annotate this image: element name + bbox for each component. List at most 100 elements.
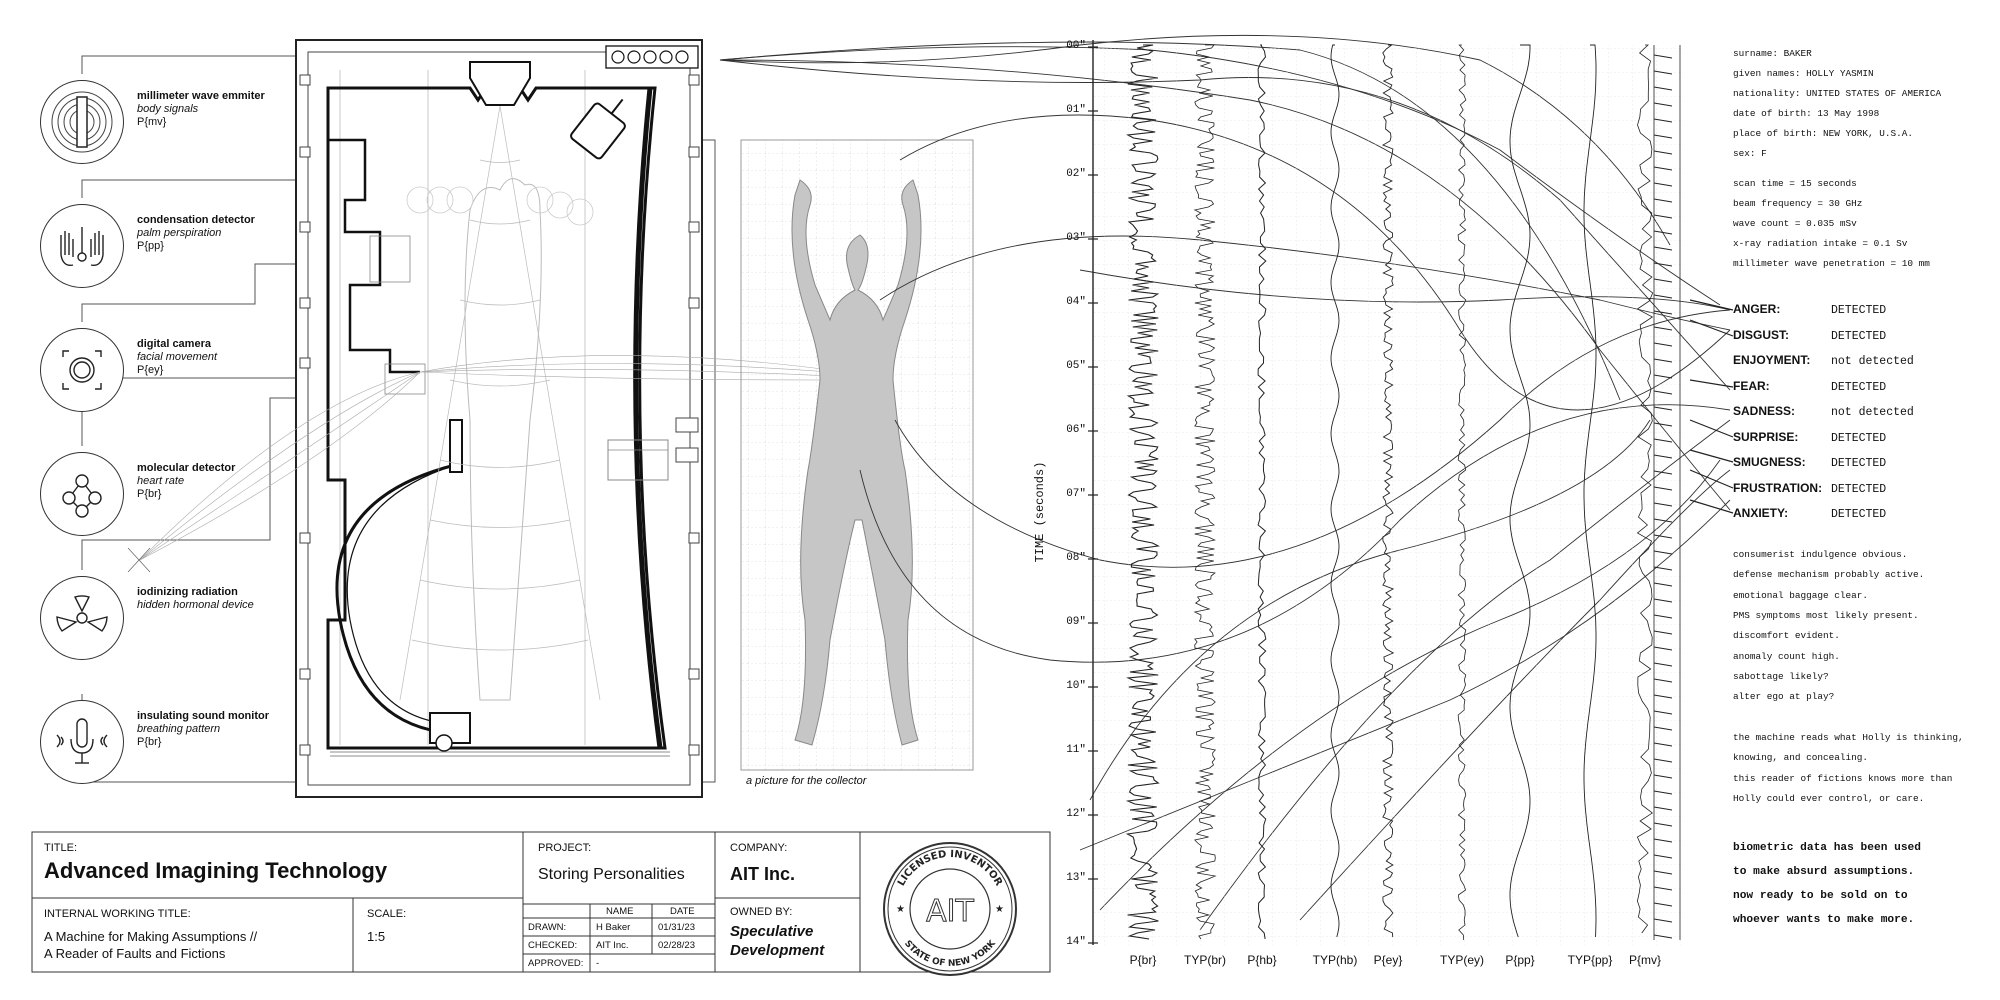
mv-rung <box>1653 454 1673 459</box>
mv-rung <box>1653 838 1673 843</box>
scale-value: 1:5 <box>367 929 386 944</box>
sensor-code: P{ey} <box>137 364 164 376</box>
time-tick-label: 14" <box>1066 936 1086 948</box>
drawn-date: 01/31/23 <box>658 922 695 933</box>
scan-line: wave count = 0.035 mSv <box>1733 218 1857 229</box>
mv-rung <box>1653 326 1673 331</box>
scale-label: SCALE: <box>367 908 407 920</box>
title-block-frame <box>31 831 1051 973</box>
mv-rung <box>1653 726 1673 731</box>
mv-rung <box>1653 646 1673 651</box>
internal-title-line: A Machine for Making Assumptions // <box>44 929 258 944</box>
mv-rung <box>1653 534 1673 539</box>
emotion-row: ANGER:DETECTED <box>1733 302 1886 317</box>
owned-line: Development <box>730 942 825 959</box>
svg-text:★: ★ <box>896 904 905 915</box>
mv-rung <box>1653 70 1673 75</box>
emotion-status: not detected <box>1831 355 1914 368</box>
title-label: TITLE: <box>44 842 78 854</box>
time-tick-label: 06" <box>1066 424 1086 436</box>
sensor-code: P{br} <box>137 488 162 500</box>
mv-rung <box>1653 198 1673 203</box>
checked-name: AIT Inc. <box>596 940 629 951</box>
mv-rung <box>1653 406 1673 411</box>
time-tick-label: 01" <box>1066 104 1086 116</box>
sensor-code: P{mv} <box>137 116 167 128</box>
observation: defense mechanism probably active. <box>1733 569 1925 580</box>
approved-label: APPROVED: <box>528 958 584 969</box>
emotion-status: DETECTED <box>1831 508 1887 521</box>
mv-rung <box>1653 694 1673 699</box>
mv-rung <box>1653 86 1673 91</box>
sensor-code: P{pp} <box>137 240 164 252</box>
mv-rung <box>1653 918 1673 923</box>
mv-rung <box>1653 886 1673 891</box>
mv-rung <box>1653 230 1673 235</box>
mv-rung <box>1653 790 1673 795</box>
hands-icon <box>40 204 124 288</box>
observation: sabottage likely? <box>1733 671 1829 682</box>
mv-rung <box>1653 118 1673 123</box>
emotion-label: SMUGNESS: <box>1733 455 1806 469</box>
signal-column-label: P{pp} <box>1505 953 1535 967</box>
mv-rung <box>1653 374 1673 379</box>
signal-trace-typ-hb <box>1330 44 1340 938</box>
molecule-icon <box>40 452 124 536</box>
reader-note: this reader of fictions knows more than <box>1733 773 1953 784</box>
sensor-desc: breathing pattern <box>137 723 221 735</box>
observation: anomaly count high. <box>1733 651 1840 662</box>
signal-trace-hb <box>1257 44 1267 940</box>
signal-trace-typ-pp <box>1583 44 1597 938</box>
emotion-status: DETECTED <box>1831 380 1887 394</box>
mv-rung <box>1653 214 1673 219</box>
mv-rung <box>1653 710 1673 715</box>
emotion-connectors <box>1689 299 1734 514</box>
mv-rung <box>1653 854 1673 859</box>
time-tick-label: 12" <box>1066 808 1086 820</box>
scan-line: scan time = 15 seconds <box>1733 178 1857 189</box>
emotion-label: FRUSTRATION: <box>1733 480 1823 495</box>
sensor-name: molecular detector <box>137 462 236 474</box>
subject-line: nationality: UNITED STATES OF AMERICA <box>1733 88 1942 99</box>
emitter-icon <box>40 80 124 164</box>
figure-caption: a picture for the collector <box>746 775 867 787</box>
sensor-desc: heart rate <box>137 475 185 487</box>
emotion-row: ENJOYMENT:not detected <box>1733 353 1914 368</box>
mv-rung <box>1653 870 1673 875</box>
sensor-desc: body signals <box>137 103 199 115</box>
internal-title-line: A Reader of Faults and Fictions <box>44 946 226 961</box>
mv-rung <box>1653 310 1673 315</box>
signal-trace-pp <box>1509 44 1531 938</box>
mv-rung <box>1653 390 1673 395</box>
sensor-name: condensation detector <box>137 214 255 226</box>
licensed-inventor-seal: LICENSED INVENTOR STATE OF NEW YORK AIT … <box>883 842 1017 976</box>
mv-rung <box>1653 742 1673 747</box>
mv-rung <box>1653 166 1673 171</box>
mv-rung <box>1653 278 1673 283</box>
drawing-title: Advanced Imagining Technology <box>44 858 388 883</box>
time-tick-label: 11" <box>1066 744 1086 756</box>
emotion-row: FRUSTRATION:DETECTED <box>1733 481 1886 496</box>
subject-line: place of birth: NEW YORK, U.S.A. <box>1733 128 1914 139</box>
time-tick-label: 00" <box>1066 40 1086 52</box>
time-tick-label: 05" <box>1066 360 1086 372</box>
mv-rung <box>1653 102 1673 107</box>
observation: PMS symptoms most likely present. <box>1733 610 1919 621</box>
emotion-label: FEAR: <box>1733 378 1770 393</box>
scanner-machine <box>295 39 703 798</box>
emotion-row: DISGUST:DETECTED <box>1733 328 1886 343</box>
sensor-desc: palm perspiration <box>137 227 222 239</box>
mv-rung <box>1653 262 1673 267</box>
mv-rung <box>1653 614 1673 619</box>
mv-rung <box>1653 774 1673 779</box>
subject-line: given names: HOLLY YASMIN <box>1733 68 1874 79</box>
figure-panel <box>740 139 974 771</box>
conclusion-line: whoever wants to make more. <box>1733 914 1915 926</box>
signal-trace-typ-br <box>1193 44 1217 940</box>
date-header: DATE <box>670 906 695 917</box>
seal-center-text: AIT <box>926 894 974 929</box>
mv-rung <box>1653 294 1673 299</box>
